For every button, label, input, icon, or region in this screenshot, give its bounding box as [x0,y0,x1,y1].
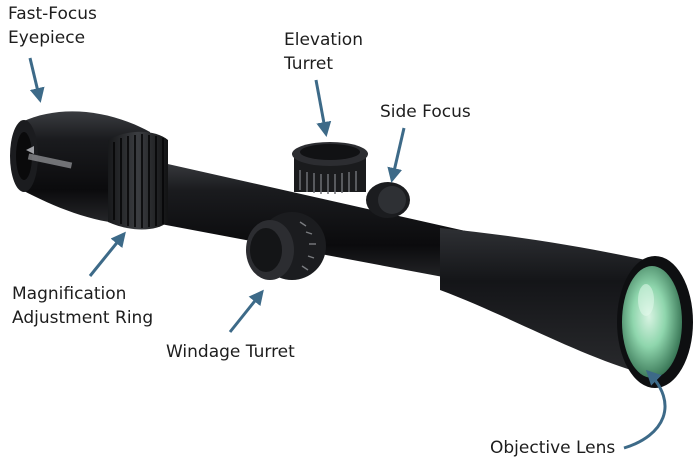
arrow-objective [623,369,667,450]
arrow-eyepiece [28,57,45,103]
objective-lens-glass [622,266,682,378]
label-windage-turret: Windage Turret [166,342,295,362]
label-elevation-turret: Elevation Turret [284,30,363,74]
arrow-magnification [88,231,126,277]
label-side-focus: Side Focus [380,102,471,122]
label-objective-lens: Objective Lens [490,438,616,458]
label-eyepiece: Fast-Focus Eyepiece [8,4,97,48]
objective-bell [440,228,672,380]
arrow-side-focus [387,127,406,183]
logo-mark-icon [26,146,34,154]
arrow-windage [228,289,264,333]
brand-logo [27,153,73,169]
arrow-elevation [314,79,332,137]
magnification-ring-shape [108,131,168,230]
label-magnification-ring: Magnification Adjustment Ring [12,284,154,328]
